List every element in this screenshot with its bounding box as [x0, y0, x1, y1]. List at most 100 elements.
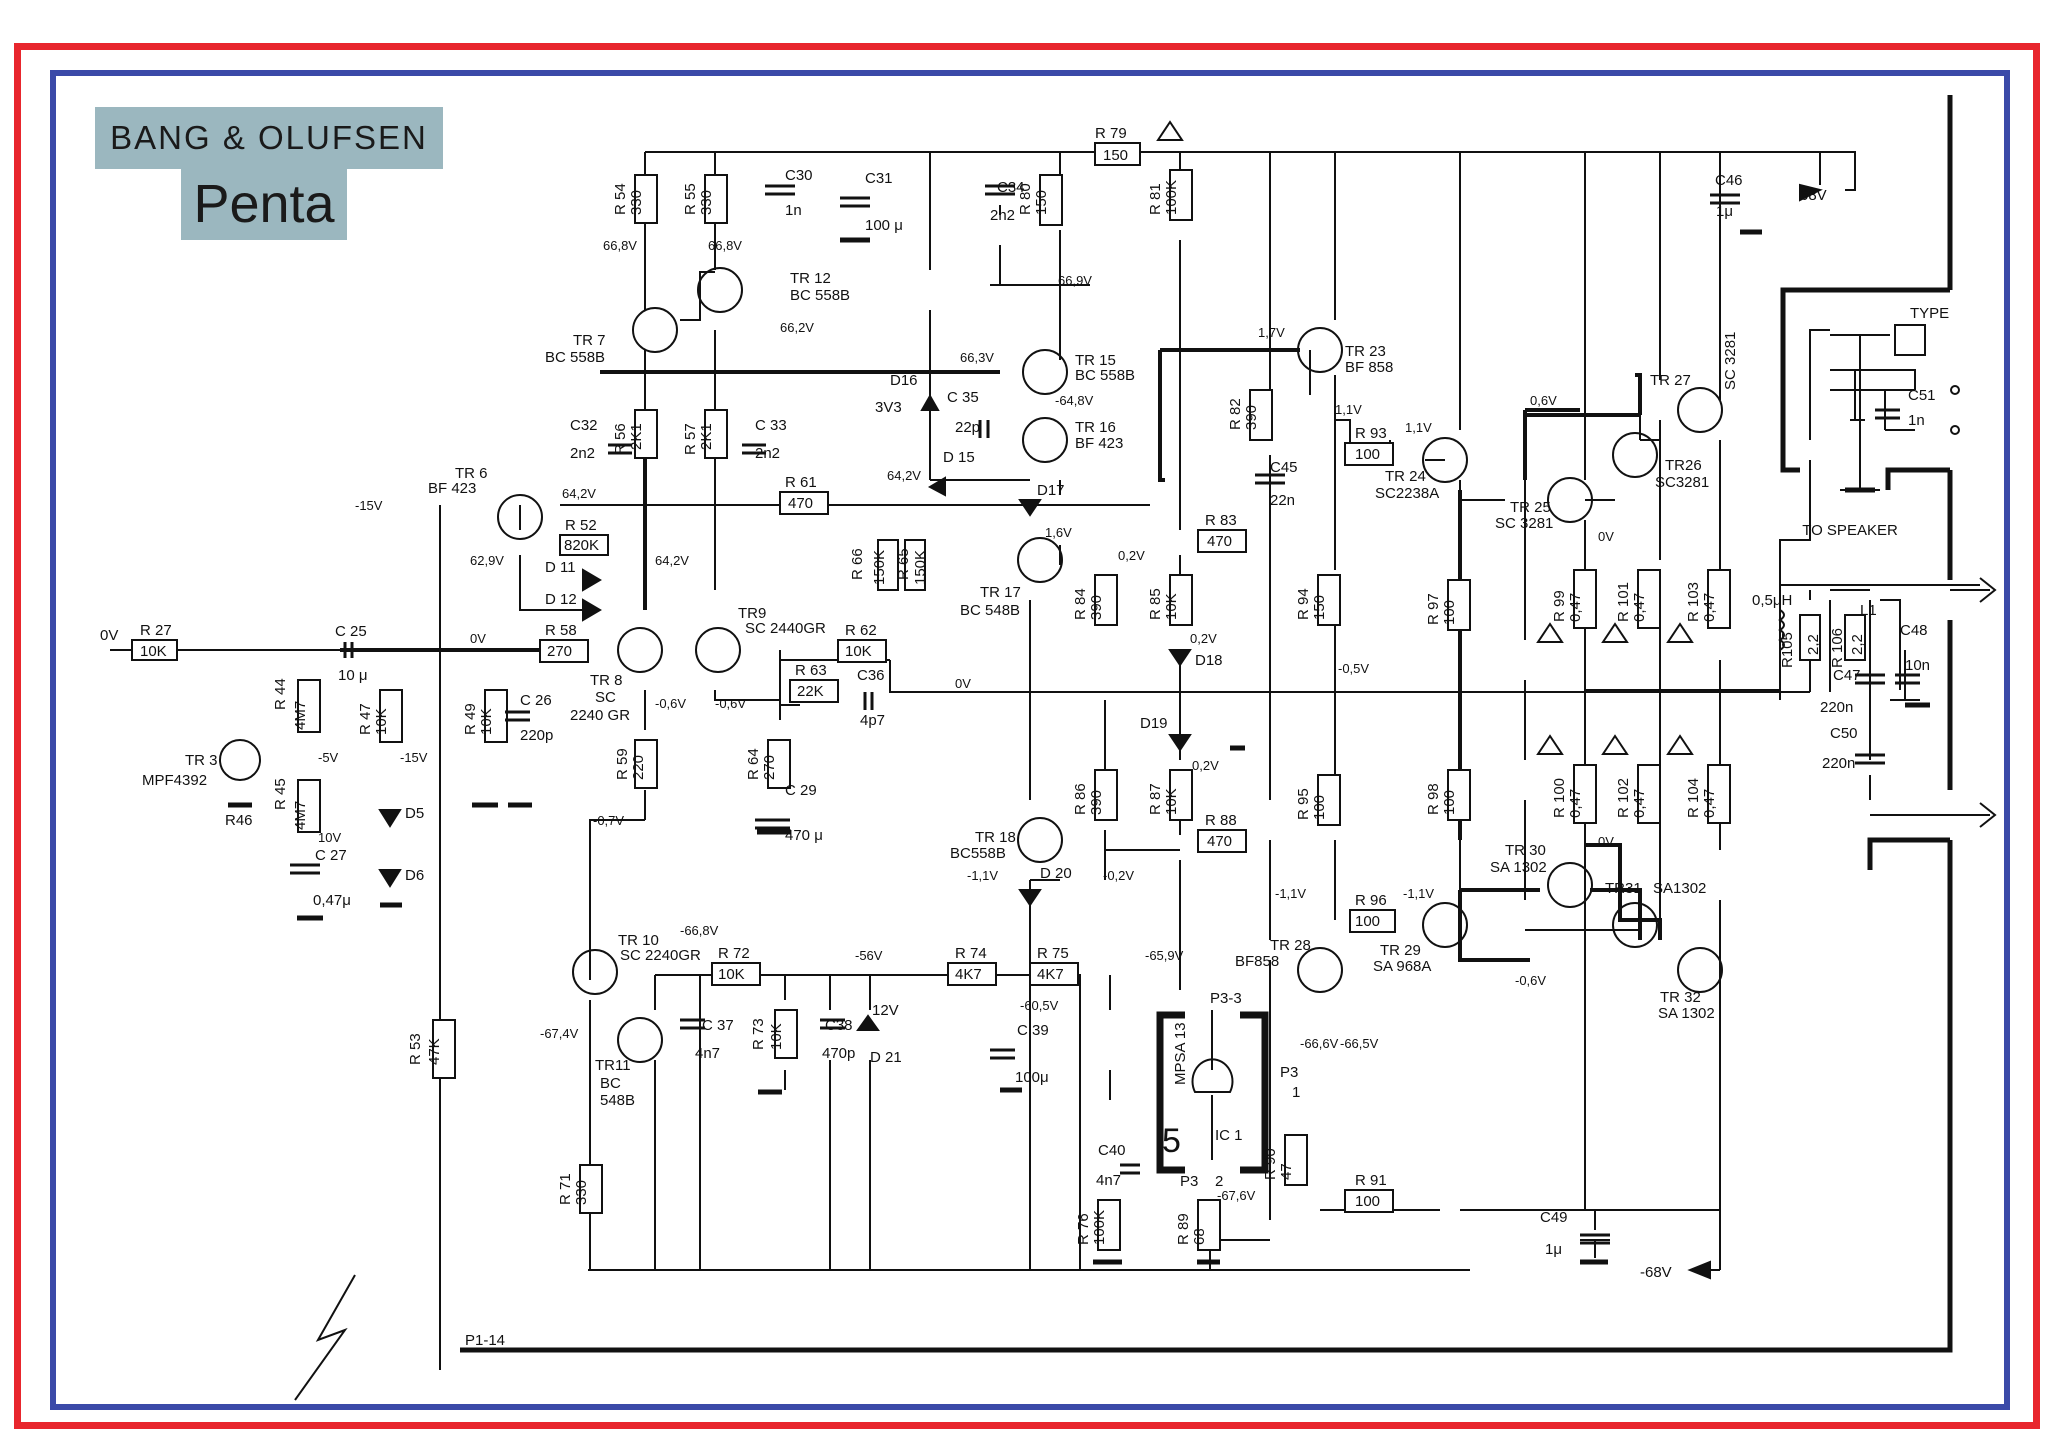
capacitor-c37: [680, 1018, 705, 1030]
ic1-package: [1156, 1011, 1269, 1174]
resistor-r44: [297, 679, 321, 733]
label: 4K7: [955, 966, 982, 983]
label: R 97: [1425, 593, 1442, 625]
label: 1μ: [1545, 1241, 1562, 1258]
resistor-r94: [1317, 574, 1341, 626]
label-input-0v: 0V: [100, 627, 118, 644]
inductor-l1: [1778, 609, 1785, 651]
capacitor-c35: [978, 420, 990, 438]
warning-icon: [1536, 734, 1564, 755]
label: TR 16: [1075, 419, 1116, 436]
label: TR26: [1665, 457, 1702, 474]
capacitor-c26: [505, 710, 530, 722]
label: D16: [890, 372, 918, 389]
label: TR 8: [590, 672, 623, 689]
label: 150: [1103, 147, 1128, 164]
transistor-tr16: [1022, 417, 1068, 463]
label: 0,5μH: [1752, 592, 1792, 609]
label: R 66: [849, 548, 866, 580]
warning-icon: [1156, 120, 1184, 141]
capacitor-c45: [1255, 473, 1285, 485]
labels: 68V -68V TO SPEAKER TYPE 0V P1-14 R 27 1…: [100, 125, 1949, 1349]
label: TR 23: [1345, 343, 1386, 360]
resistor-r100: [1573, 764, 1597, 824]
label: 1n: [1908, 412, 1925, 429]
diodes: [378, 393, 1192, 1031]
resistor-r84: [1094, 574, 1118, 626]
label: BC 558B: [1075, 367, 1135, 384]
label: R 56: [612, 423, 629, 455]
terminal-icon: [1950, 385, 1960, 395]
label: 4K7: [1037, 966, 1064, 983]
label: TR 28: [1270, 937, 1311, 954]
label: 10K: [140, 643, 167, 660]
label: 1μ: [1716, 203, 1733, 220]
label: 0,47: [1701, 789, 1718, 818]
label: 0,47: [1701, 593, 1718, 622]
label: R 99: [1551, 590, 1568, 622]
label: 22n: [1270, 492, 1295, 509]
warning-icons: [1156, 120, 1694, 755]
label: 10K: [718, 966, 745, 983]
resistor-r91: [1344, 1189, 1394, 1213]
label: R 61: [785, 474, 817, 491]
label: C51: [1908, 387, 1936, 404]
label: D5: [405, 805, 424, 822]
label: -66,6V: [1300, 1036, 1339, 1051]
label: C 27: [315, 847, 347, 864]
label: 1n: [785, 202, 802, 219]
label: R 79: [1095, 125, 1127, 142]
label: SA1302: [1653, 880, 1706, 897]
label: 10K: [373, 708, 390, 735]
label: -1,1V: [1275, 886, 1306, 901]
capacitor-c51: [1875, 408, 1900, 420]
resistor-r27: [131, 639, 178, 661]
label: -67,6V: [1217, 1188, 1256, 1203]
resistor-r62: [837, 639, 887, 663]
resistor-r71: [579, 1164, 603, 1214]
transistor-tr17: [1017, 537, 1063, 583]
label: 3V3: [875, 399, 902, 416]
resistor-r53: [432, 1019, 456, 1079]
capacitor-c46: [1710, 193, 1740, 205]
resistor-r93: [1344, 442, 1394, 466]
label: 4M7: [292, 801, 309, 830]
label: 0,47: [1631, 593, 1648, 622]
label: BF 423: [428, 480, 476, 497]
transistor-tr8: [617, 627, 663, 673]
label: 10n: [1905, 657, 1930, 674]
label: R 55: [682, 183, 699, 215]
label: 66,9V: [1058, 273, 1092, 288]
label: R 96: [1355, 892, 1387, 909]
label: R 57: [682, 423, 699, 455]
resistor-r66: [904, 539, 926, 591]
label: 66,8V: [708, 238, 742, 253]
transistor-tr6: [497, 494, 543, 540]
label: C 29: [785, 782, 817, 799]
label: R 91: [1355, 1172, 1387, 1189]
label: 2: [1215, 1173, 1223, 1190]
label: 0V: [955, 676, 971, 691]
capacitor-c33: [742, 443, 766, 455]
label: C 35: [947, 389, 979, 406]
transistor-tr7: [632, 307, 678, 353]
transistor-tr25: [1547, 477, 1593, 523]
label: SC: [595, 689, 616, 706]
capacitor-c40: [1120, 1163, 1140, 1175]
transistor-tr18: [1017, 817, 1063, 863]
label: R 75: [1037, 945, 1069, 962]
label: BC: [600, 1075, 621, 1092]
label: 100K: [1091, 1210, 1108, 1245]
label: -0,2V: [1103, 868, 1134, 883]
label: 0,47: [1631, 789, 1648, 818]
transistor-tr9: [695, 627, 741, 673]
resistor-r58: [539, 639, 589, 663]
label: 100: [1441, 600, 1458, 625]
outer-red-frame: [14, 43, 2040, 1429]
label: R 80: [1017, 183, 1034, 215]
label: R 64: [745, 748, 762, 780]
label: D 11: [545, 559, 576, 576]
brand-badge: BANG & OLUFSEN: [95, 107, 443, 169]
resistor-r75: [1029, 962, 1079, 986]
